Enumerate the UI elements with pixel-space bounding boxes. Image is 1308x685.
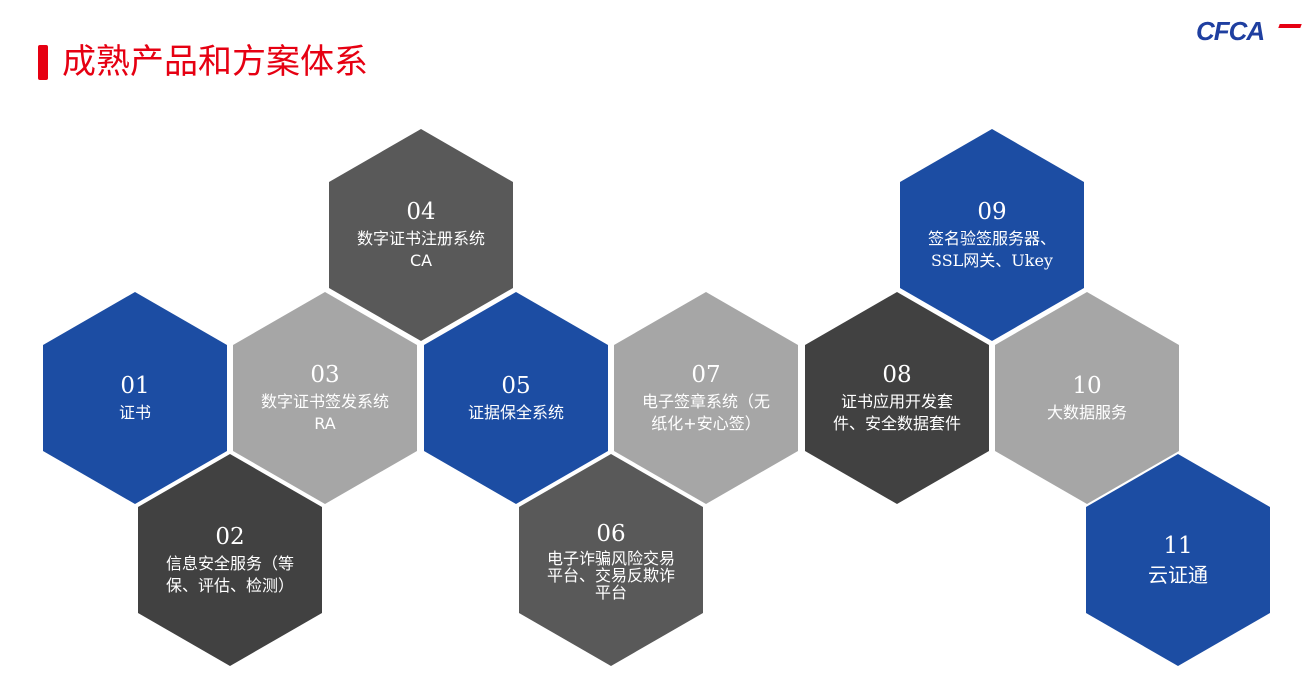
product-label: 数字证书注册系统CA — [356, 229, 485, 270]
product-label: 大数据服务 — [1046, 403, 1127, 422]
product-hex-09[interactable]: 09 签名验签服务器、SSL网关、Ukey — [900, 129, 1084, 341]
cfca-logo: CFCA — [1196, 16, 1265, 46]
product-label: 证书 — [118, 403, 151, 422]
product-number: 03 — [310, 362, 340, 388]
product-number: 09 — [977, 199, 1007, 225]
product-number: 08 — [882, 362, 912, 388]
product-label: 云证通 — [1148, 563, 1208, 587]
product-number: 10 — [1072, 373, 1102, 399]
product-number: 04 — [406, 199, 436, 225]
product-hex-05[interactable]: 05 证据保全系统 — [424, 292, 608, 504]
product-hex-04[interactable]: 04 数字证书注册系统CA — [329, 129, 513, 341]
product-label: 电子签章系统（无纸化+安心签） — [641, 392, 770, 433]
product-number: 05 — [501, 373, 531, 399]
product-label: 信息安全服务（等保、评估、检测） — [165, 554, 294, 595]
product-hex-01[interactable]: 01 证书 — [43, 292, 227, 504]
product-hex-03[interactable]: 03 数字证书签发系统RA — [233, 292, 417, 504]
product-number: 11 — [1163, 533, 1193, 559]
product-hex-07[interactable]: 07 电子签章系统（无纸化+安心签） — [614, 292, 798, 504]
product-number: 06 — [596, 520, 626, 547]
product-label: 数字证书签发系统RA — [260, 392, 389, 433]
product-label: 证书应用开发套件、安全数据套件 — [832, 392, 961, 433]
product-hex-08[interactable]: 08 证书应用开发套件、安全数据套件 — [805, 292, 989, 504]
product-label: 证据保全系统 — [467, 403, 564, 422]
product-number: 02 — [215, 524, 245, 550]
product-number: 01 — [120, 373, 150, 399]
product-label: 电子诈骗风险交易平台、交易反欺诈平台 — [546, 548, 675, 602]
product-label: 签名验签服务器、SSL网关、Ukey — [927, 229, 1056, 270]
title-accent-bar — [38, 45, 48, 80]
product-number: 07 — [691, 362, 721, 388]
page-title: 成熟产品和方案体系 — [62, 42, 368, 82]
cfca-logo-mark-icon — [1278, 24, 1302, 28]
